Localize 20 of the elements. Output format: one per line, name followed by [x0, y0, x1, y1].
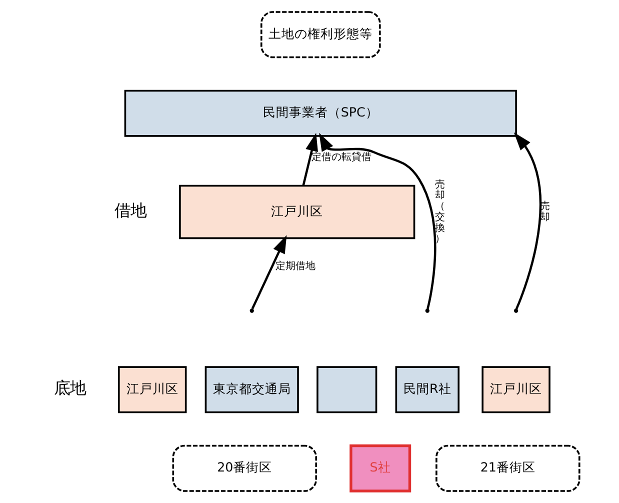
node-box: 土地の権利形態等	[260, 11, 380, 58]
node-box: 江戸川区	[178, 184, 415, 240]
node-box: 20番街区	[172, 444, 316, 492]
node-box: S社	[349, 444, 411, 492]
node-box: 東京都交通局	[204, 366, 298, 414]
edge-label: 定期借地	[274, 260, 315, 272]
node-box: 江戸川区	[117, 366, 186, 414]
label: 底地	[54, 378, 86, 398]
arrow	[318, 132, 436, 310]
node-box	[316, 366, 377, 414]
arrow	[513, 132, 541, 310]
node-box: 21番街区	[435, 444, 580, 492]
node-box: 民間事業者（SPC）	[124, 90, 516, 137]
edge-label: 定借の転貸借	[310, 152, 371, 164]
arrow	[250, 235, 286, 310]
arrow	[302, 132, 318, 186]
node-box: 民間R社	[394, 366, 459, 414]
label: 借地	[114, 200, 146, 220]
node-box: 江戸川区	[481, 366, 550, 414]
edge-label: 売却（交換）	[434, 179, 445, 245]
